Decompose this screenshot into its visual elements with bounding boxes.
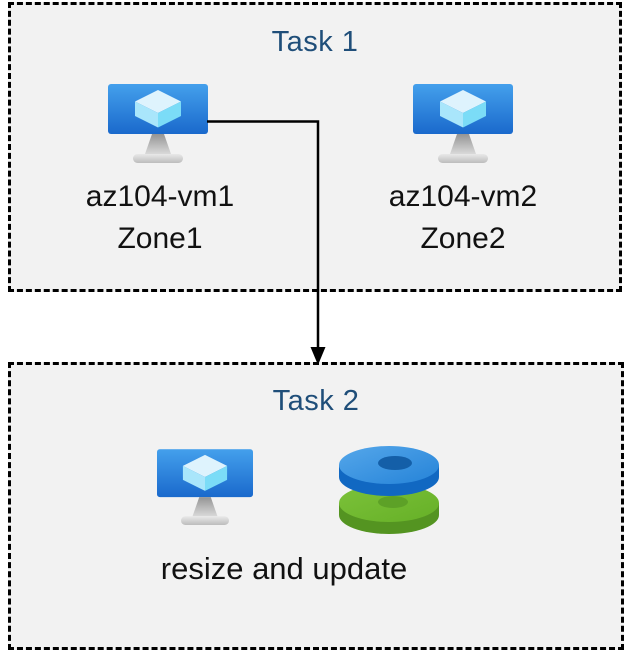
task2-box	[8, 362, 624, 650]
task1-title: Task 1	[271, 26, 359, 58]
azure-vm-icon	[413, 84, 513, 164]
vm1-label: az104-vm1 Zone1	[56, 176, 264, 260]
azure-vm-icon	[157, 449, 253, 526]
vm2-zone: Zone2	[420, 222, 506, 255]
managed-disks-icon	[337, 444, 441, 536]
vm1-name: az104-vm1	[85, 180, 235, 213]
task2-caption: resize and update	[160, 551, 408, 586]
vm1-zone: Zone1	[117, 222, 203, 255]
vm2-name: az104-vm2	[388, 180, 538, 213]
azure-vm-icon	[108, 84, 208, 164]
task2-title: Task 2	[272, 385, 360, 417]
vm2-label: az104-vm2 Zone2	[359, 176, 567, 260]
